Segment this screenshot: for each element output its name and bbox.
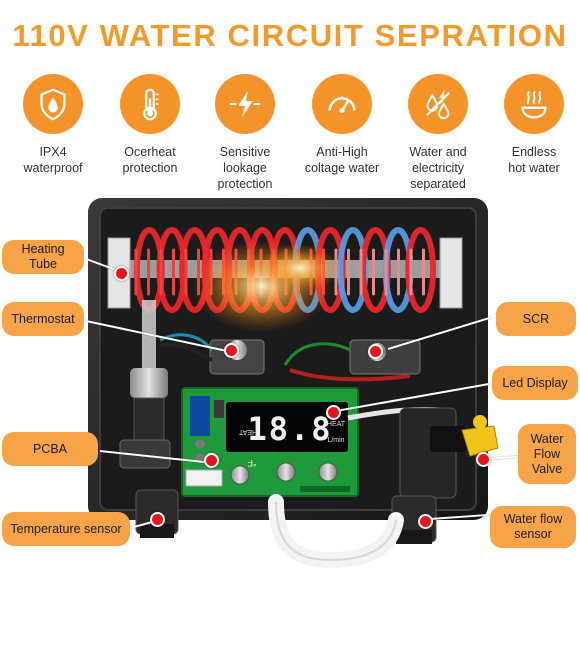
callout-water-flow-valve: Water Flow Valve <box>518 424 576 484</box>
callout-scr: SCR <box>496 302 576 336</box>
led-heat-label-right: HEAT <box>327 421 346 428</box>
marker-temperature-sensor <box>150 512 165 527</box>
inlet-pipe <box>142 300 156 380</box>
callout-pcba: PCBA <box>2 432 98 466</box>
led-display-panel: 18.8 HEAT HEAT L/min °F <box>226 402 348 468</box>
marker-heating-tube <box>114 266 129 281</box>
led-digits: 18.8 <box>247 410 332 448</box>
marker-water-flow-valve <box>476 452 491 467</box>
marker-thermostat <box>224 343 239 358</box>
scr-body <box>349 339 421 375</box>
callout-water-flow-sensor: Water flow sensor <box>490 506 576 548</box>
callout-temperature-sensor: Temperature sensor <box>2 512 130 546</box>
callout-heating-tube: Heating Tube <box>2 240 84 274</box>
voltage-gauge-icon <box>328 96 356 114</box>
thermometer-icon <box>143 88 159 121</box>
coil-loop <box>405 227 437 313</box>
led-heat-label: HEAT <box>238 428 257 435</box>
callout-thermostat: Thermostat <box>2 302 84 336</box>
inlet-fitting <box>130 368 168 398</box>
heating-tube-bracket-right <box>439 237 463 309</box>
marker-led-display <box>326 405 341 420</box>
hot-water-icon <box>521 90 547 119</box>
page-title: 110V WATER CIRCUIT SEPRATION <box>12 18 568 53</box>
water-heater-internal-diagram: 18.8 HEAT HEAT L/min °F <box>88 198 499 569</box>
water-electricity-icon <box>425 89 451 120</box>
marker-pcba <box>204 453 219 468</box>
led-lmin-label: L/min <box>327 437 344 444</box>
callout-led-display: Led Display <box>492 366 578 400</box>
marker-water-flow-sensor <box>418 514 433 529</box>
lightning-bolt-icon <box>229 90 261 118</box>
led-unit-label: °F <box>247 458 257 468</box>
marker-scr <box>368 344 383 359</box>
water-flow-valve-body <box>399 407 457 499</box>
water-drop-shield-icon <box>40 88 66 121</box>
